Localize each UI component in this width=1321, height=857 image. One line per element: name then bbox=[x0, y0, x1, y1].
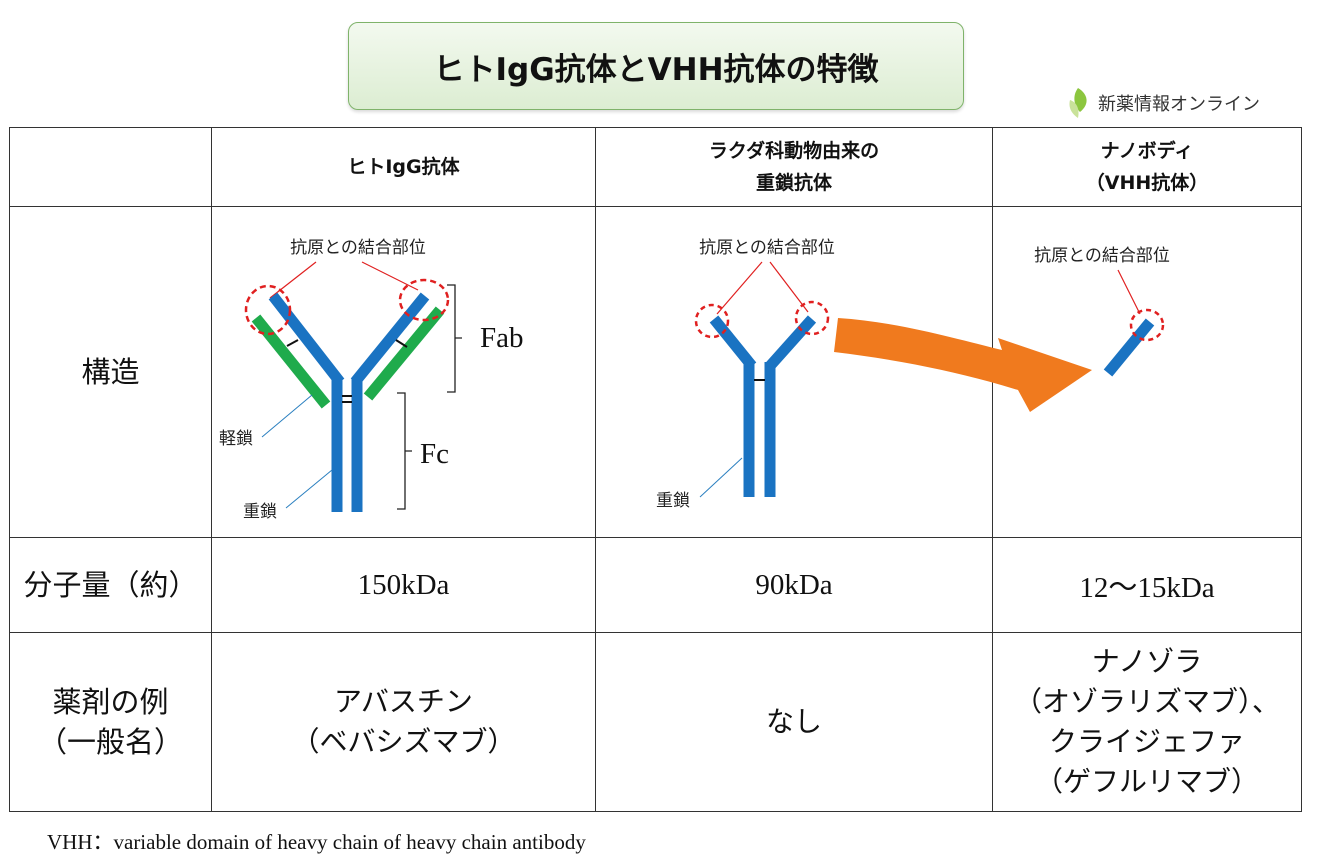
header-igg-label: ヒトIgG抗体 bbox=[347, 156, 460, 178]
mw-label: 分子量（約） bbox=[23, 568, 198, 602]
structure-nano-cell bbox=[992, 206, 1302, 538]
brand-logo: 新薬情報オンライン bbox=[1066, 86, 1260, 120]
drug-nano-cell: ナノゾラ （オゾラリズマブ）、 クライジェファ （ゲフルリマブ） bbox=[992, 632, 1302, 812]
mw-camel-value: 90kDa bbox=[755, 568, 833, 601]
page-title: ヒトIgG抗体とVHH抗体の特徴 bbox=[433, 51, 879, 88]
header-nano-line2: （VHH抗体） bbox=[1085, 172, 1209, 194]
drug-label-line2: （一般名） bbox=[37, 725, 183, 759]
header-camel-line1: ラクダ科動物由来の bbox=[708, 140, 880, 162]
drug-nano-line1: ナノゾラ bbox=[1091, 645, 1203, 678]
structure-label: 構造 bbox=[81, 355, 140, 389]
header-camel-line2: 重鎖抗体 bbox=[755, 172, 832, 194]
drug-igg-generic: （ベバシズマブ） bbox=[291, 725, 516, 758]
drug-camel-value: なし bbox=[765, 705, 822, 738]
brand-name: 新薬情報オンライン bbox=[1098, 94, 1260, 115]
header-row: ヒトIgG抗体 ラクダ科動物由来の 重鎖抗体 ナノボディ （VHH抗体） bbox=[9, 127, 1302, 207]
mw-row: 分子量（約） 150kDa 90kDa 12〜15kDa bbox=[9, 537, 1302, 633]
leaf-logo-icon bbox=[1069, 88, 1087, 118]
structure-igg-cell bbox=[211, 206, 596, 538]
title-box: ヒトIgG抗体とVHH抗体の特徴 bbox=[348, 22, 964, 110]
footnote: VHH：variable domain of heavy chain of he… bbox=[47, 830, 586, 854]
mw-nano-value: 12〜15kDa bbox=[1079, 572, 1215, 604]
mw-igg-value: 150kDa bbox=[357, 568, 450, 601]
mw-camel-cell: 90kDa bbox=[595, 537, 993, 633]
drug-label-cell: 薬剤の例 （一般名） bbox=[9, 632, 212, 812]
header-igg: ヒトIgG抗体 bbox=[211, 127, 596, 207]
structure-row: 構造 bbox=[9, 206, 1302, 538]
drug-nano-line2: （オゾラリズマブ）、 bbox=[1013, 685, 1280, 718]
header-nano-line1: ナノボディ bbox=[1100, 140, 1194, 162]
drug-label-line1: 薬剤の例 bbox=[52, 685, 169, 719]
drug-nano-line3: クライジェファ bbox=[1048, 725, 1245, 758]
mw-label-cell: 分子量（約） bbox=[9, 537, 212, 633]
drug-nano-line4: （ゲフルリマブ） bbox=[1034, 765, 1259, 798]
drug-igg-brand: アバスチン bbox=[334, 685, 473, 718]
mw-nano-cell: 12〜15kDa bbox=[992, 537, 1302, 633]
header-nano: ナノボディ （VHH抗体） bbox=[992, 127, 1302, 207]
drug-camel-cell: なし bbox=[595, 632, 993, 812]
structure-camel-cell bbox=[595, 206, 993, 538]
structure-label-cell: 構造 bbox=[9, 206, 212, 538]
comparison-table: ヒトIgG抗体 ラクダ科動物由来の 重鎖抗体 ナノボディ （VHH抗体） 構造 … bbox=[9, 127, 1302, 812]
mw-igg-cell: 150kDa bbox=[211, 537, 596, 633]
header-empty-cell bbox=[9, 127, 212, 207]
header-camel: ラクダ科動物由来の 重鎖抗体 bbox=[595, 127, 993, 207]
drug-row: 薬剤の例 （一般名） アバスチン （ベバシズマブ） なし ナノゾラ （オゾラリズ… bbox=[9, 632, 1302, 812]
drug-igg-cell: アバスチン （ベバシズマブ） bbox=[211, 632, 596, 812]
